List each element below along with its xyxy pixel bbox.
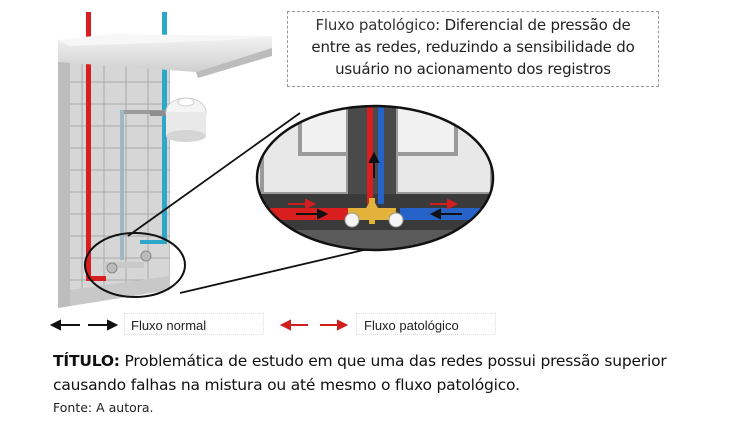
detail-highlight-ellipse (84, 232, 186, 298)
figure-source: Fonte: A autora. (53, 400, 154, 415)
legend-arrows-normal (49, 319, 119, 331)
callout-text-line3: usuário no acionamento dos registros (335, 60, 611, 78)
ceiling-canopy (58, 34, 272, 78)
legend-arrows-pathological (279, 319, 349, 331)
zoom-detail (255, 104, 495, 252)
caption-title-text-line1: Problemática de estudo em que uma das re… (119, 352, 667, 370)
caption-title-text-line2: causando falhas na mistura ou até mesmo … (53, 376, 520, 394)
electric-shower (150, 97, 207, 142)
cold-water-pipe (120, 12, 172, 260)
wall-valves (104, 250, 152, 274)
zoom-connector-lines (127, 112, 369, 294)
legend-pathological-box (356, 313, 496, 335)
callout-highlight: Fluxo patológico (315, 16, 436, 34)
legend-normal-box (124, 313, 264, 335)
legend-normal-label: Fluxo normal (131, 318, 207, 333)
caption-title-label: TÍTULO: (53, 352, 120, 370)
legend-pathological-label: Fluxo patológico (364, 318, 459, 333)
figure-caption: TÍTULO: Problemática de estudo em que um… (53, 349, 733, 397)
callout-text-line2: entre as redes, reduzindo a sensibilidad… (311, 38, 635, 56)
callout-text-line1: : Diferencial de pressão de (435, 16, 631, 34)
pathological-flow-callout: Fluxo patológico: Diferencial de pressão… (287, 11, 659, 87)
